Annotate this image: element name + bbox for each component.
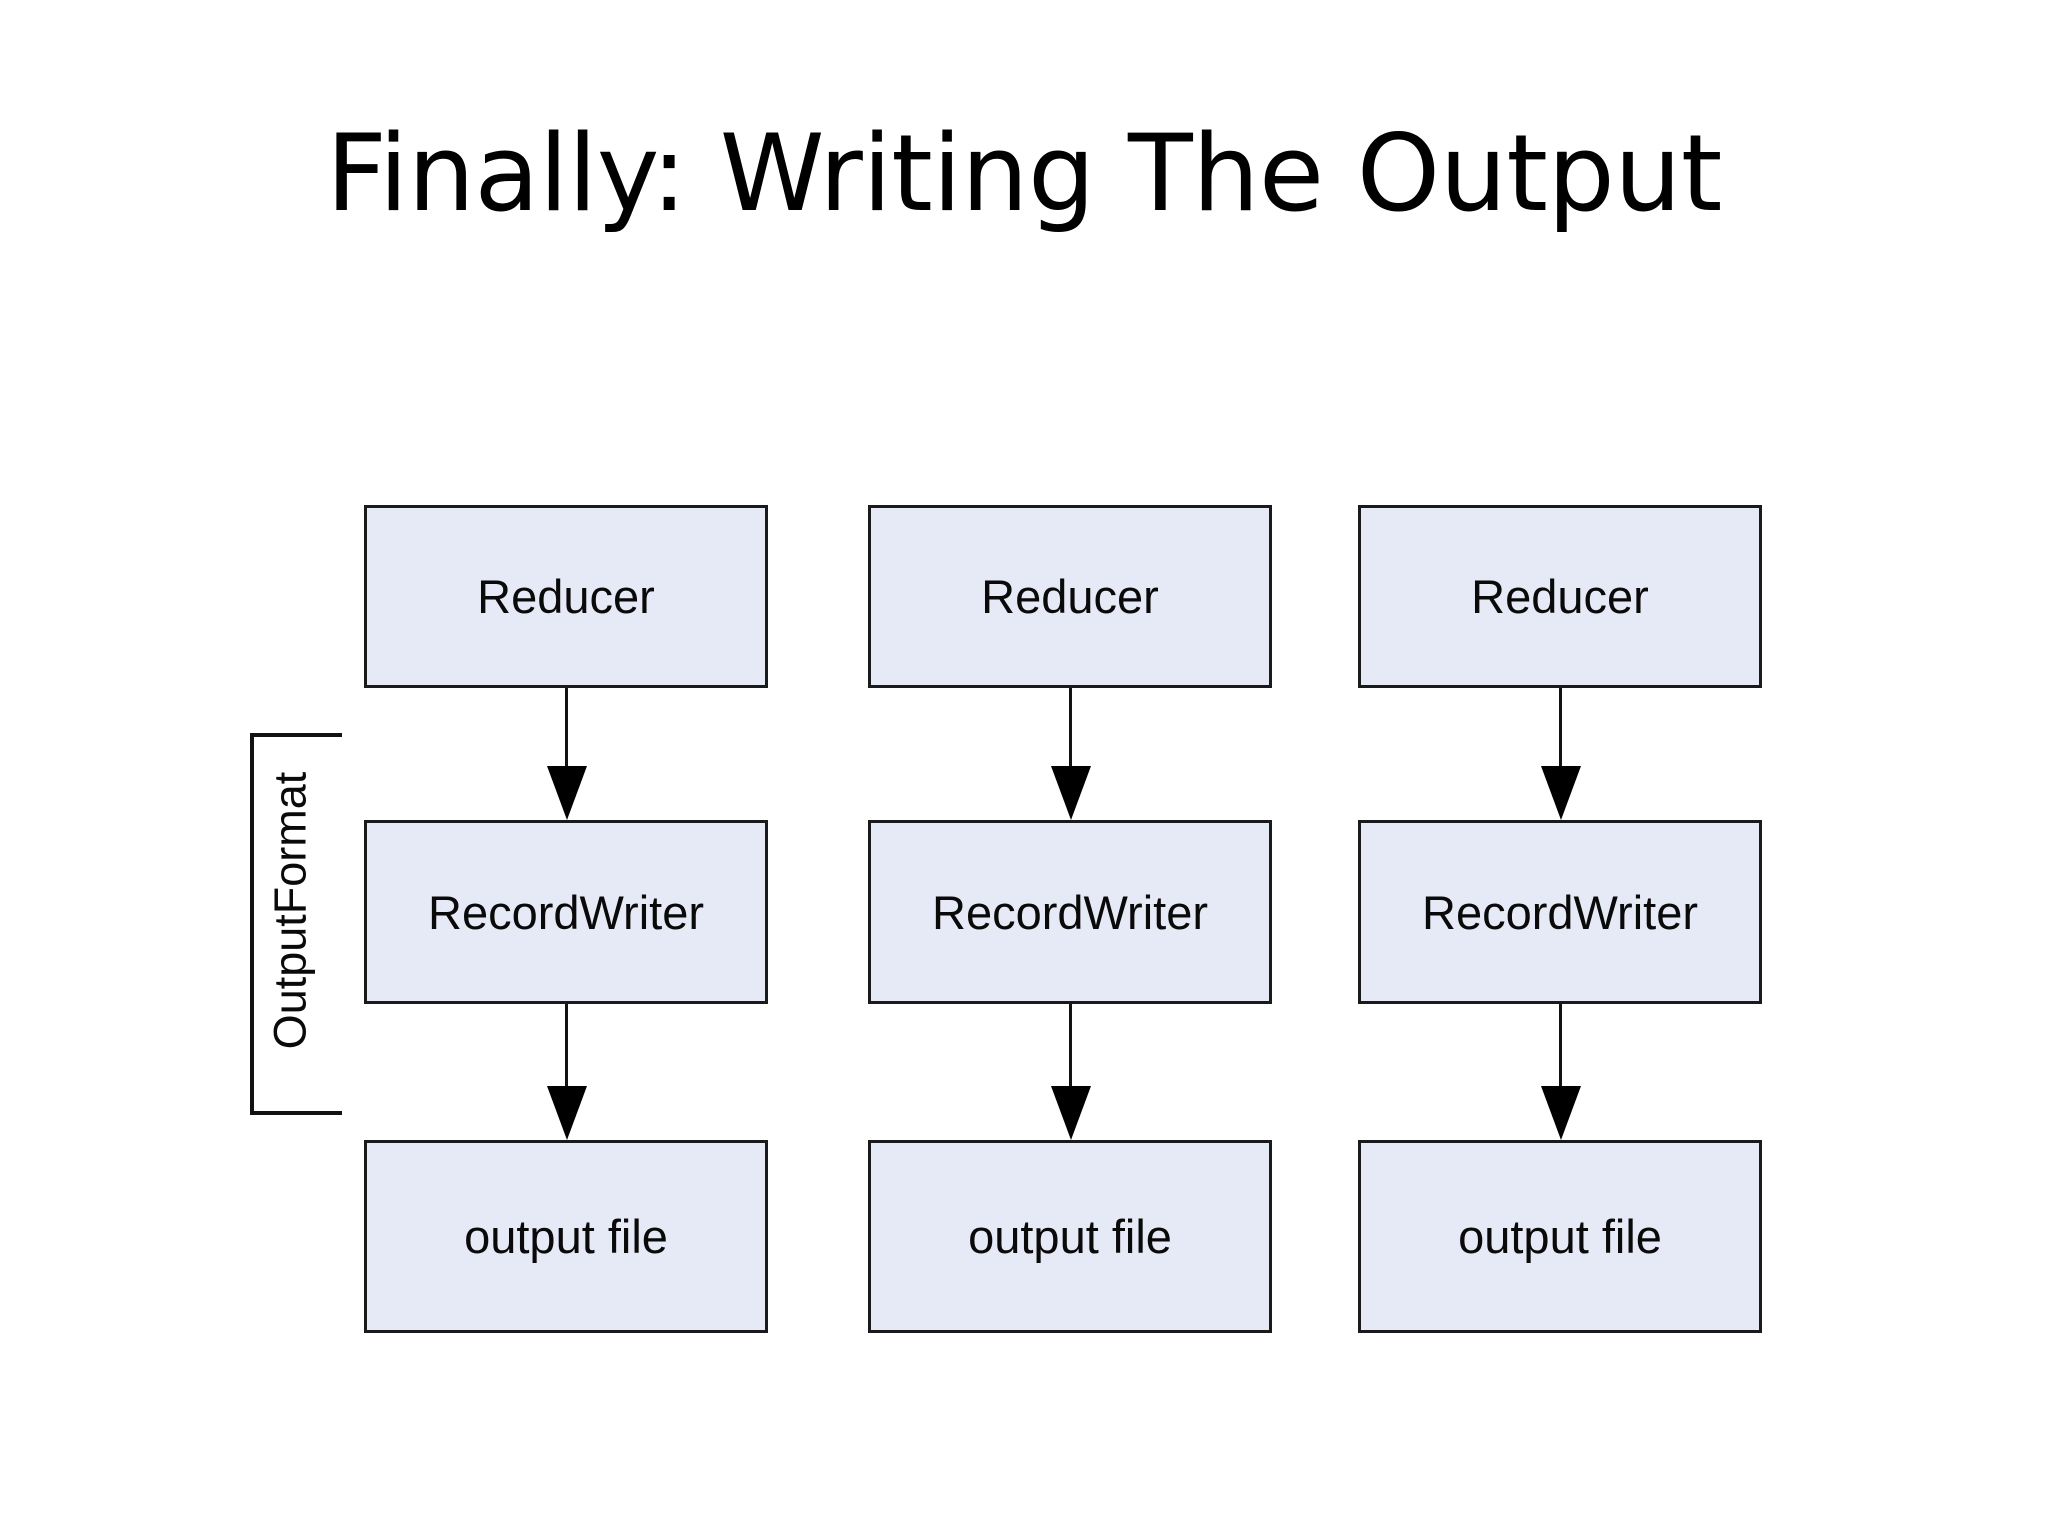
arrow-recordwriter-to-outputfile-2 <box>1040 1004 1100 1140</box>
page-title: Finally: Writing The Output <box>326 112 1722 235</box>
arrow-head-icon <box>1051 1086 1091 1140</box>
node-output-file-2: output file <box>868 1140 1272 1333</box>
arrow-shaft <box>565 688 568 770</box>
arrow-shaft <box>1559 688 1562 770</box>
arrow-reducer-to-recordwriter-3 <box>1530 688 1590 820</box>
node-reducer-3: Reducer <box>1358 505 1762 688</box>
arrow-reducer-to-recordwriter-2 <box>1040 688 1100 820</box>
node-label: output file <box>464 1210 668 1263</box>
arrow-recordwriter-to-outputfile-3 <box>1530 1004 1590 1140</box>
arrow-shaft <box>1069 688 1072 770</box>
node-output-file-3: output file <box>1358 1140 1762 1333</box>
node-label: Reducer <box>1471 570 1649 623</box>
node-recordwriter-1: RecordWriter <box>364 820 768 1004</box>
node-label: RecordWriter <box>932 885 1208 939</box>
node-label: output file <box>1458 1210 1662 1263</box>
bracket-tick-bottom <box>250 1111 342 1115</box>
arrow-head-icon <box>1051 766 1091 820</box>
node-recordwriter-2: RecordWriter <box>868 820 1272 1004</box>
node-label: Reducer <box>477 570 655 623</box>
outputformat-bracket: OutputFormat <box>228 728 368 1128</box>
node-label: output file <box>968 1210 1172 1263</box>
arrow-reducer-to-recordwriter-1 <box>536 688 596 820</box>
arrow-shaft <box>565 1004 568 1090</box>
node-reducer-1: Reducer <box>364 505 768 688</box>
node-output-file-1: output file <box>364 1140 768 1333</box>
node-label: Reducer <box>981 570 1159 623</box>
arrow-head-icon <box>547 766 587 820</box>
arrow-head-icon <box>1541 766 1581 820</box>
bracket-tick-top <box>250 733 342 737</box>
node-label: RecordWriter <box>1422 885 1698 939</box>
node-label: RecordWriter <box>428 885 704 939</box>
bracket-spine <box>250 733 254 1115</box>
outputformat-label: OutputFormat <box>264 771 316 1050</box>
arrow-recordwriter-to-outputfile-1 <box>536 1004 596 1140</box>
arrow-shaft <box>1559 1004 1562 1090</box>
node-reducer-2: Reducer <box>868 505 1272 688</box>
arrow-head-icon <box>1541 1086 1581 1140</box>
node-recordwriter-3: RecordWriter <box>1358 820 1762 1004</box>
arrow-head-icon <box>547 1086 587 1140</box>
arrow-shaft <box>1069 1004 1072 1090</box>
